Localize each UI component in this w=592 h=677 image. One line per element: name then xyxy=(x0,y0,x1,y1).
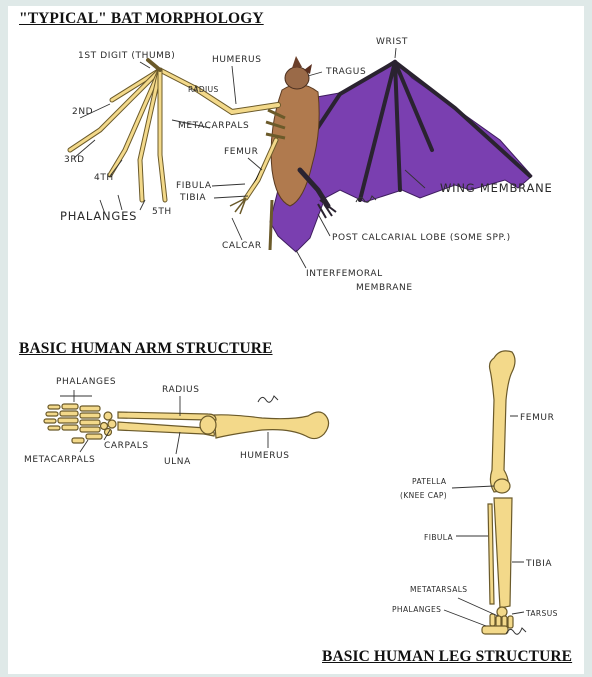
arm-label-carpals: CARPALS xyxy=(104,441,149,451)
leg-label-fibula: FIBULA xyxy=(424,533,454,542)
bat-label-digit5: 5TH xyxy=(152,207,172,217)
bat-label-metacarpals: METACARPALS xyxy=(178,121,249,131)
arm-elbow xyxy=(200,416,216,434)
leg-patella xyxy=(494,479,510,493)
human-leg-illustration: FEMUR PATELLA (KNEE CAP) FIBULA TIBIA ME… xyxy=(392,351,558,634)
signature-mark-2 xyxy=(258,396,278,402)
bat-label-interfemoral: INTERFEMORAL xyxy=(306,269,383,279)
leg-fibula xyxy=(488,504,494,604)
bat-label-fibula: FIBULA xyxy=(176,181,212,191)
bat-label-calcar: CALCAR xyxy=(222,241,262,251)
human-arm-illustration: PHALANGES RADIUS CARPALS METACARPALS ULN… xyxy=(24,377,329,467)
leg-label-tibia: TIBIA xyxy=(525,559,552,569)
signature-mark-3 xyxy=(506,628,526,634)
bat-label-femur: FEMUR xyxy=(224,147,258,157)
leg-tibia xyxy=(494,498,512,608)
bat-label-digit3: 3RD xyxy=(64,155,85,165)
arm-label-radius: RADIUS xyxy=(162,385,200,395)
bat-label-membrane: MEMBRANE xyxy=(356,283,413,293)
leg-femur xyxy=(490,351,516,492)
arm-humerus xyxy=(214,412,329,439)
leg-label-patella: PATELLA xyxy=(412,477,447,486)
bat-label-tragus: TRAGUS xyxy=(325,67,366,77)
leg-label-knee-cap: (KNEE CAP) xyxy=(400,491,447,500)
arm-radius xyxy=(118,412,216,420)
bat-ear xyxy=(292,56,302,68)
arm-label-humerus: HUMERUS xyxy=(240,451,290,461)
leg-label-tarsus: TARSUS xyxy=(525,609,558,618)
leg-label-metatarsals: METATARSALS xyxy=(410,585,467,594)
leg-label-femur: FEMUR xyxy=(520,413,554,423)
bat-label-phalanges: PHALANGES xyxy=(60,209,137,223)
arm-carpals xyxy=(101,412,117,436)
leg-label-phalanges: PHALANGES xyxy=(392,605,441,614)
bat-illustration: 1ST DIGIT (THUMB) HUMERUS WRIST RADIUS T… xyxy=(60,37,553,293)
arm-hand-bones xyxy=(44,404,102,443)
bat-label-wrist: WRIST xyxy=(376,37,408,47)
arm-label-phalanges: PHALANGES xyxy=(56,377,116,387)
bat-label-tibia: TIBIA xyxy=(179,193,206,203)
bat-label-wing-membrane: WING MEMBRANE xyxy=(440,181,553,195)
bat-label-humerus: HUMERUS xyxy=(212,55,262,65)
arm-label-ulna: ULNA xyxy=(164,457,191,467)
bat-label-thumb: 1ST DIGIT (THUMB) xyxy=(78,51,175,61)
bat-label-radius: RADIUS xyxy=(188,85,219,94)
bat-label-post-calcarial: POST CALCARIAL LOBE (SOME SPP.) xyxy=(332,233,511,243)
bat-label-digit2: 2ND xyxy=(72,107,93,117)
arm-label-metacarpals: METACARPALS xyxy=(24,455,95,465)
